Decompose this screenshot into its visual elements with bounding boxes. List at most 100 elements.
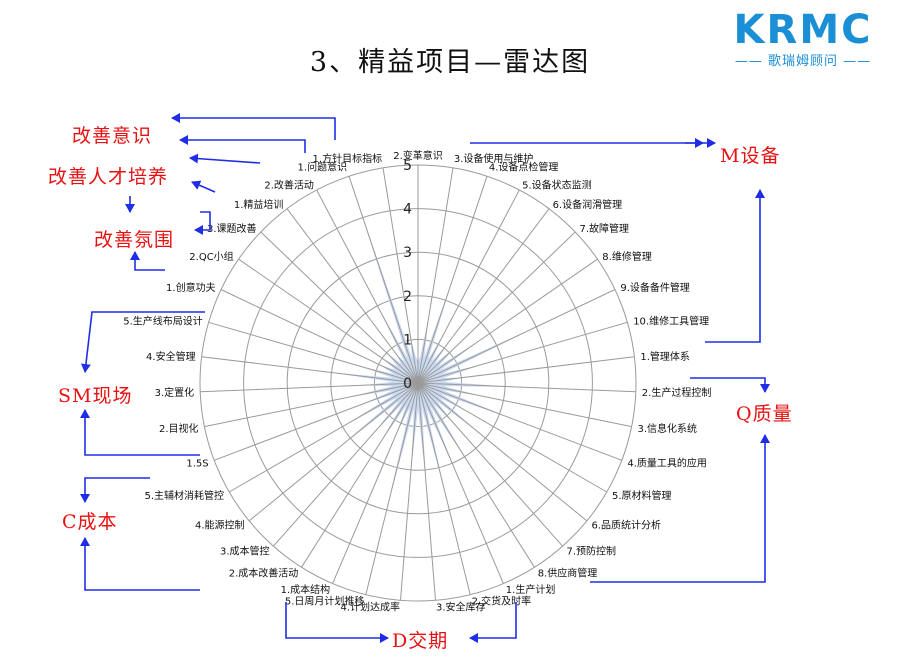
spoke [348,176,419,384]
radial-tick-label: 2 [403,289,412,305]
category-arrow [189,153,261,164]
axis-label: 6.品质统计分析 [592,519,662,532]
axis-label: 1.管理体系 [640,350,690,363]
spoke [332,382,419,584]
spoke [417,167,454,384]
radial-tick-label: 1 [403,332,412,348]
axis-label: 9.设备备件管理 [620,281,690,294]
axis-label: 4.质量工具的应用 [627,456,707,469]
logo: KRMC —— 歌瑞姆顾问 —— [718,7,888,69]
axis-label: 4.能源控制 [195,519,245,532]
category-arrow [705,189,765,343]
axis-label: 4.计划达成率 [340,600,400,613]
spoke [417,321,628,384]
axis-label: 2.变革意识 [393,149,443,162]
category-arrow [191,180,216,193]
category-arrow [80,409,200,456]
spoke [204,382,419,428]
category-delivery: D交期 [392,630,448,652]
category-arrow [285,602,389,643]
page-title: 3、精益项目—雷达图 [309,47,591,78]
radial-tick-label: 5 [403,158,412,174]
spoke [417,382,588,522]
axis-label: 3.信息化系统 [638,422,698,435]
logo-wordmark: KRMC [733,7,873,53]
spoke [382,167,419,384]
spoke [417,382,504,584]
axis-label: 3.课题改善 [207,222,257,235]
spoke [417,382,608,493]
spoke [208,321,419,384]
category-atmosphere: 改善氛围 [94,229,174,251]
axis-label: 2.目视化 [159,422,199,435]
axis-label: 1.成本结构 [281,583,331,596]
spoke [301,382,419,568]
category-arrow [179,135,306,153]
category-equipment: M设备 [720,145,780,167]
axis-label: 1.生产计划 [506,583,556,596]
axis-label: 5.原材料管理 [612,489,672,502]
spoke [286,208,419,384]
spoke [417,382,622,461]
spoke [365,382,419,595]
spoke [417,289,616,384]
spoke [200,382,419,393]
axis-label: 1.5S [186,458,208,469]
spoke [220,289,419,384]
radial-tick-label: 4 [403,202,412,218]
axis-label: 4.设备点检管理 [489,161,559,174]
logo-subtitle: —— 歌瑞姆顾问 —— [734,54,872,69]
spoke [417,382,436,601]
spoke [316,189,419,384]
category-talent: 改善人才培养 [48,166,168,188]
axis-label: 3.定置化 [155,386,195,399]
spoke [201,356,419,384]
category-arrow [80,477,150,503]
spoke [417,382,636,393]
category-quality: Q质量 [736,403,793,425]
axis-label: 5.生产线布局设计 [123,315,203,328]
radar-spokes [200,165,636,601]
spoke [214,382,419,461]
spoke [417,176,488,384]
category-arrow [690,377,770,393]
spoke [417,382,563,547]
axis-label: 1.方针目标指标 [313,152,383,165]
spoke [228,382,419,493]
axis-label: 2.改善活动 [264,179,314,192]
axis-label: 3.安全库存 [436,600,486,613]
axis-label: 2.成本改善活动 [229,566,299,579]
spoke [417,356,635,384]
spoke [417,189,520,384]
axis-label: 6.设备润滑管理 [553,198,623,211]
axis-label: 4.安全管理 [146,350,196,363]
spoke [248,382,419,522]
axis-label: 1.创意功夫 [166,281,216,294]
category-cost: C成本 [62,511,118,533]
category-arrow [130,251,165,271]
category-arrow [469,602,517,643]
spoke [417,208,550,384]
spoke [417,382,471,595]
axis-label: 8.维修管理 [602,250,652,263]
spoke [417,258,598,384]
spoke [400,382,419,601]
axis-label: 2.生产过程控制 [642,386,712,399]
axis-label: 1.问题意识 [298,161,348,174]
axis-label: 10.维修工具管理 [633,315,709,328]
axis-label: 7.预防控制 [567,545,617,558]
category-arrow [590,434,770,583]
spoke [417,231,576,384]
axis-label: 2.QC小组 [189,250,233,263]
category-arrow [80,311,205,373]
category-awareness: 改善意识 [72,125,152,147]
axis-label: 5.主辅材消耗管控 [144,489,224,502]
spoke [260,231,419,384]
category-arrow [171,113,336,140]
spoke [273,382,419,547]
category-sm-site: SM现场 [58,385,132,407]
